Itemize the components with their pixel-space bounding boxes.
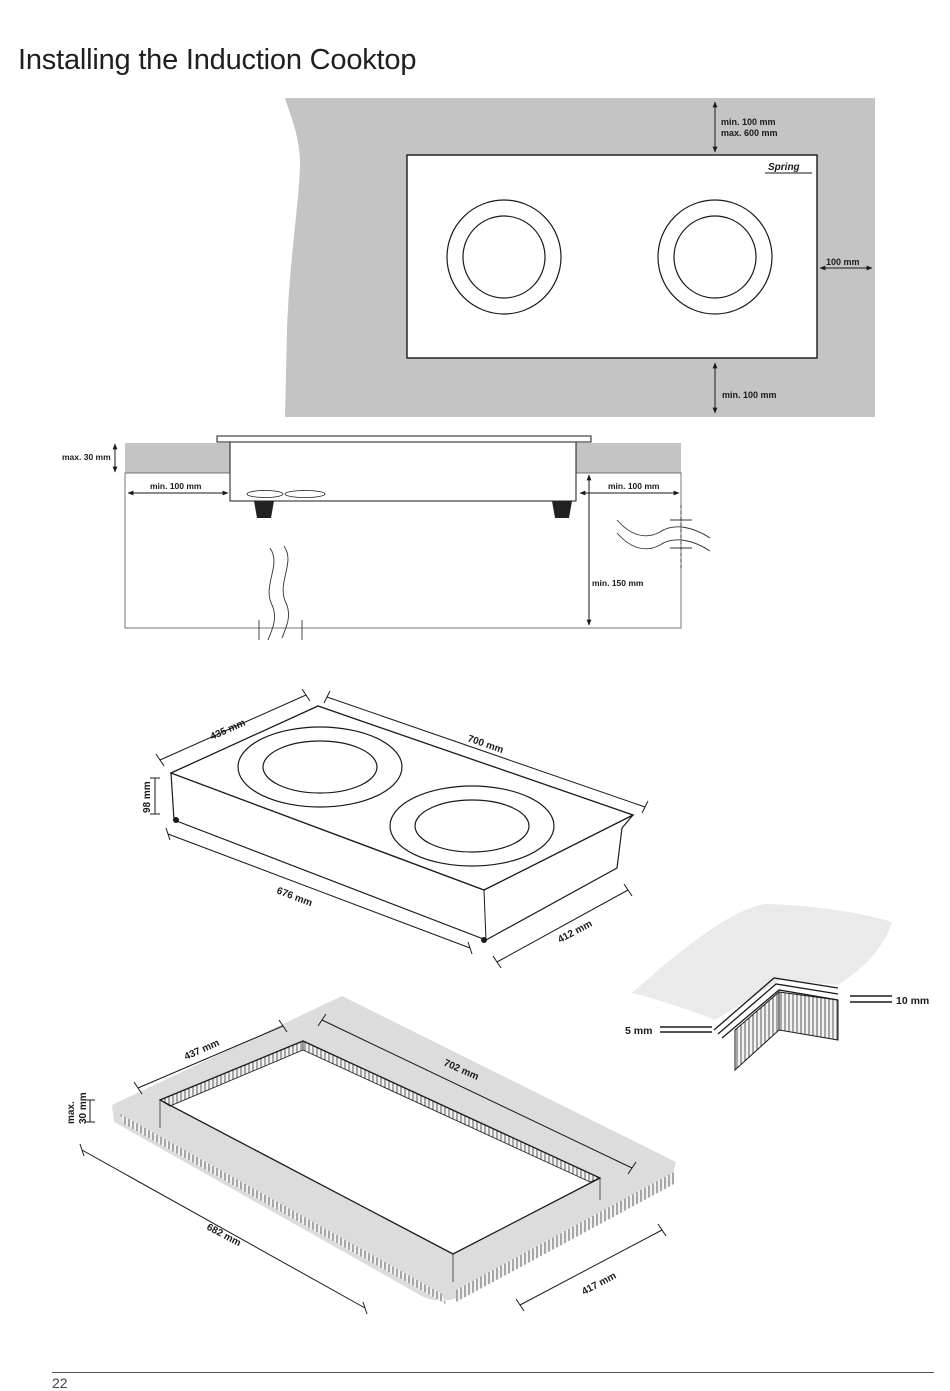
dim-depth-top: 435 mm (209, 717, 248, 742)
dim-back-min: min. 100 mm (721, 117, 776, 127)
dim-depth-bottom: 412 mm (556, 918, 594, 945)
top-view-figure: Spring min. 100 mm max. 600 mm 100 mm mi… (285, 98, 875, 417)
detail-hatch-right (778, 991, 839, 1041)
detail-surface (632, 904, 892, 1020)
dim-435-line (159, 694, 307, 761)
dim-worktop: max. 30 mm (62, 452, 111, 462)
dim-width-top: 700 mm (466, 733, 505, 756)
cutout-figure: 437 mm 702 mm max. 30 mm 682 mm 417 mm (66, 996, 676, 1315)
zone-right (657, 199, 773, 315)
dim-height: 98 mm (142, 781, 153, 813)
detail-figure: 5 mm 10 mm (625, 904, 929, 1072)
gap-5mm-marker (660, 1026, 712, 1033)
appliance-top (169, 705, 635, 891)
gap-10mm-marker (850, 995, 892, 1003)
dim-below: min. 150 mm (592, 578, 644, 588)
page-number: 22 (52, 1375, 68, 1391)
worktop-right-edge (456, 1172, 674, 1302)
dim-417-line (519, 1229, 663, 1306)
dim-700-line (326, 696, 646, 808)
section-view-figure: max. 30 mm min. 100 mm min. 100 mm min. … (62, 435, 711, 641)
worktop-front-edge (120, 1114, 446, 1304)
dim-cutout-length: 682 mm (205, 1222, 243, 1249)
foot-left (254, 501, 274, 518)
dim-437-line (137, 1025, 284, 1089)
dim-676-line (167, 833, 471, 949)
dim-back-max: max. 600 mm (721, 128, 778, 138)
dim-702-line (321, 1019, 633, 1169)
appliance-figure: 435 mm 700 mm 98 mm 676 mm 412 mm (142, 688, 649, 969)
footer-divider (52, 1372, 934, 1373)
cutout-opening (160, 1041, 600, 1254)
dim-side: 100 mm (826, 257, 860, 267)
foot-right (552, 501, 572, 518)
zone-left (446, 199, 562, 315)
appliance-zone-back (237, 726, 403, 808)
dim-gap-large: 10 mm (896, 995, 929, 1007)
brand-logo: Spring (768, 162, 800, 173)
airflow-out-icon (616, 505, 711, 570)
dim-worktop-max-line2: 30 mm (78, 1092, 89, 1124)
hob-outline (406, 154, 818, 359)
dim-right: min. 100 mm (608, 481, 660, 491)
dim-worktop-max-line1: max. (66, 1101, 77, 1124)
dim-412-line (496, 889, 629, 963)
hob-body (229, 441, 577, 502)
appliance-zone-front (389, 785, 555, 867)
dim-cutout-depth-bottom: 417 mm (580, 1270, 618, 1297)
dim-front: min. 100 mm (722, 390, 777, 400)
detail-hatch-left (734, 990, 780, 1072)
dim-width-bottom: 676 mm (275, 886, 314, 910)
dim-682-line (81, 1149, 366, 1309)
dim-gap-small: 5 mm (625, 1025, 652, 1037)
airflow-in-icon (258, 545, 303, 641)
hob-glass (216, 435, 592, 443)
fan-vents (246, 490, 326, 498)
dim-left: min. 100 mm (150, 481, 202, 491)
page-title: Installing the Induction Cooktop (18, 44, 417, 76)
